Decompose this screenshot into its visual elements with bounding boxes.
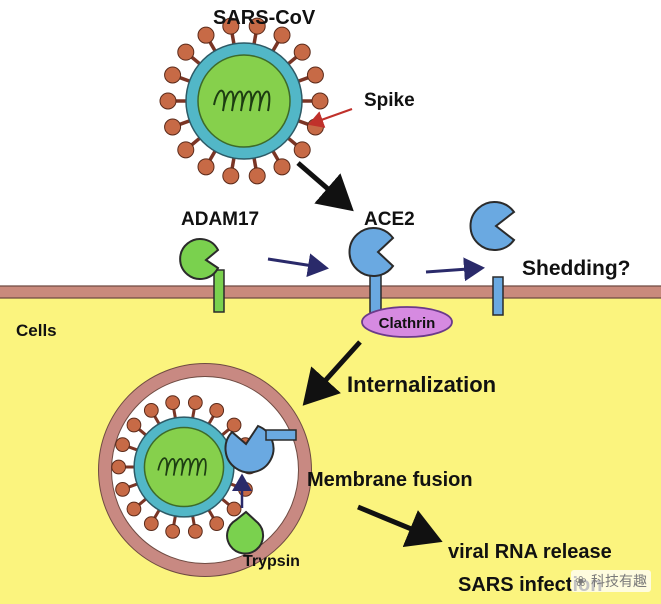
clathrin-label: Clathrin xyxy=(379,315,436,332)
spike-head xyxy=(209,516,225,531)
endosome-outer-edge xyxy=(98,363,312,577)
spike-label: Spike xyxy=(364,90,415,111)
ace2-label: ACE2 xyxy=(364,209,415,230)
spike-head xyxy=(126,501,142,517)
internalized-virion xyxy=(111,395,257,539)
adam17-receptor xyxy=(179,238,225,313)
spike-head xyxy=(248,17,266,35)
spike-head xyxy=(222,17,240,35)
spike-head xyxy=(177,43,195,61)
spike-head xyxy=(165,523,181,539)
spike-head xyxy=(197,158,215,176)
spike-head xyxy=(209,403,225,418)
shed-ace2 xyxy=(469,201,516,316)
adam17-label: ADAM17 xyxy=(181,209,259,230)
spike-head xyxy=(293,43,311,61)
spike-head xyxy=(311,92,329,110)
virus-label: SARS-CoV xyxy=(213,7,316,29)
spike-head xyxy=(111,459,127,475)
binding-arrow xyxy=(296,161,354,212)
clathrin-coat xyxy=(361,306,453,338)
viral-rna-genome xyxy=(213,89,271,112)
watermark: ❀ 科技有趣 xyxy=(570,570,651,592)
spike-head xyxy=(164,66,182,84)
spike-head xyxy=(273,26,291,44)
rna-release-arrow xyxy=(357,504,443,548)
cells-label: Cells xyxy=(16,321,57,340)
spike-head xyxy=(177,141,195,159)
endosome-inner-edge xyxy=(111,376,299,564)
shedding-arrow xyxy=(425,257,485,282)
spike-head xyxy=(187,395,203,411)
trypsin-label: Trypsin xyxy=(243,553,300,570)
spike-head xyxy=(226,417,242,433)
shedding-label: Shedding? xyxy=(522,257,631,280)
spike-head xyxy=(238,481,253,497)
spike-head xyxy=(115,437,130,453)
spike-head xyxy=(143,403,159,418)
wechat-icon: ❀ xyxy=(574,574,587,590)
spike-head xyxy=(248,167,266,185)
spike-head xyxy=(273,158,291,176)
internalized-ace2 xyxy=(224,424,297,474)
cell-membrane xyxy=(0,286,661,298)
sars-cov-virion xyxy=(159,17,329,185)
spike-head xyxy=(187,523,203,539)
spike-head xyxy=(143,516,159,531)
membrane-fusion-label: Membrane fusion xyxy=(307,469,473,491)
spike-head xyxy=(197,26,215,44)
watermark-text: 科技有趣 xyxy=(591,574,647,590)
spike-head xyxy=(306,66,324,84)
spike-head xyxy=(115,481,130,497)
sars-infection-label: SARS infection xyxy=(458,574,602,596)
spike-head xyxy=(159,92,177,110)
trypsin-protease xyxy=(226,510,265,555)
adam17-to-ace2-arrow xyxy=(267,253,329,278)
internalization-label: Internalization xyxy=(347,372,496,397)
spike-head xyxy=(126,417,142,433)
spike-pointer-arrow xyxy=(307,107,353,128)
spike-head xyxy=(165,395,181,411)
spike-head xyxy=(226,501,242,517)
spike-head xyxy=(293,141,311,159)
spike-head xyxy=(222,167,240,185)
viral-rna-release-label: viral RNA release xyxy=(448,541,612,563)
viral-rna-genome xyxy=(157,457,207,476)
internalization-arrow xyxy=(302,340,362,406)
spike-head xyxy=(164,118,182,136)
